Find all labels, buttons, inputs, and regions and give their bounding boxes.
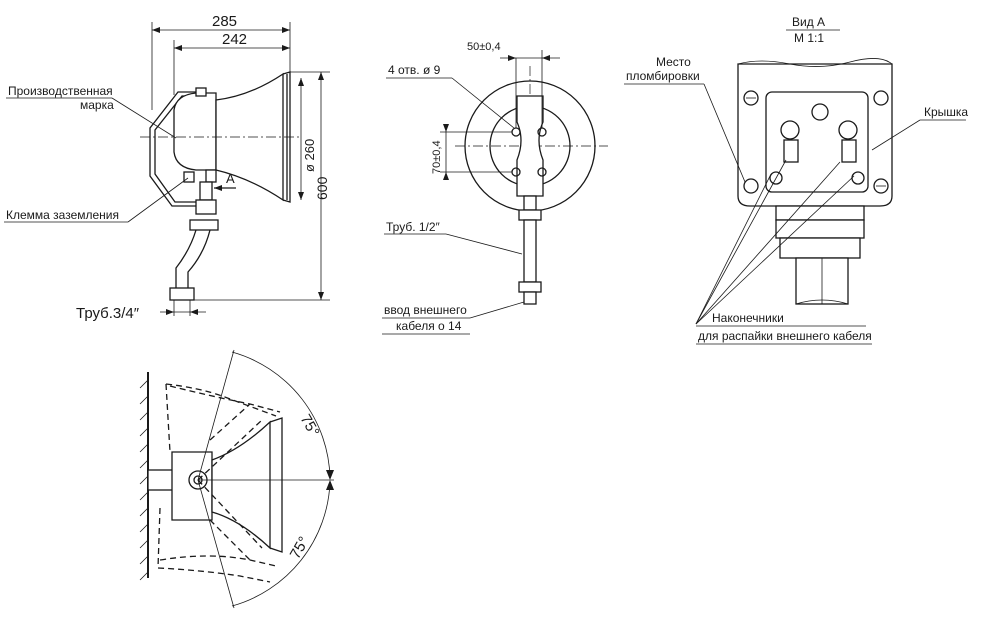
dim-diameter-260: ø 260: [302, 139, 317, 172]
label-brand: Производственная: [8, 84, 113, 98]
label-lugs-2: для распайки внешнего кабеля: [698, 329, 872, 343]
label-seal-2: пломбировки: [626, 69, 700, 83]
label-cable-entry-1: ввод внешнего: [384, 303, 467, 317]
front-view: 50±0,4 70±0,4 4 отв. ø 9 Труб. 1/2″ ввод…: [382, 41, 608, 335]
dim-285: 285: [212, 13, 237, 30]
dim-70: 70±0,4: [431, 140, 443, 174]
angle-up-75: 75°: [297, 412, 323, 440]
view-arrow-a-label: A: [226, 171, 235, 186]
label-ground-terminal: Клемма заземления: [6, 208, 119, 222]
label-pipe-3-4: Труб.3/4″: [76, 305, 140, 322]
label-4-holes: 4 отв. ø 9: [388, 63, 441, 77]
view-a-title: Вид А: [792, 15, 825, 29]
label-cable-entry-2: кабеля о 14: [396, 319, 462, 333]
dim-600: 600: [314, 176, 330, 200]
label-cover: Крышка: [924, 105, 968, 119]
label-seal-1: Место: [656, 55, 691, 69]
view-a: Вид А М 1:1 Место пломбировки: [624, 15, 968, 345]
label-pipe-1-2: Труб. 1/2″: [386, 220, 441, 234]
view-a-scale: М 1:1: [794, 31, 824, 45]
label-brand-2: марка: [80, 98, 114, 112]
dim-242: 242: [222, 31, 247, 48]
angle-down-75: 75°: [287, 534, 313, 562]
label-lugs-1: Наконечники: [712, 311, 784, 325]
side-view: 285 242 600 ø 260: [4, 13, 330, 322]
dim-50: 50±0,4: [467, 41, 501, 53]
rotation-view: 75° 75°: [139, 349, 334, 609]
